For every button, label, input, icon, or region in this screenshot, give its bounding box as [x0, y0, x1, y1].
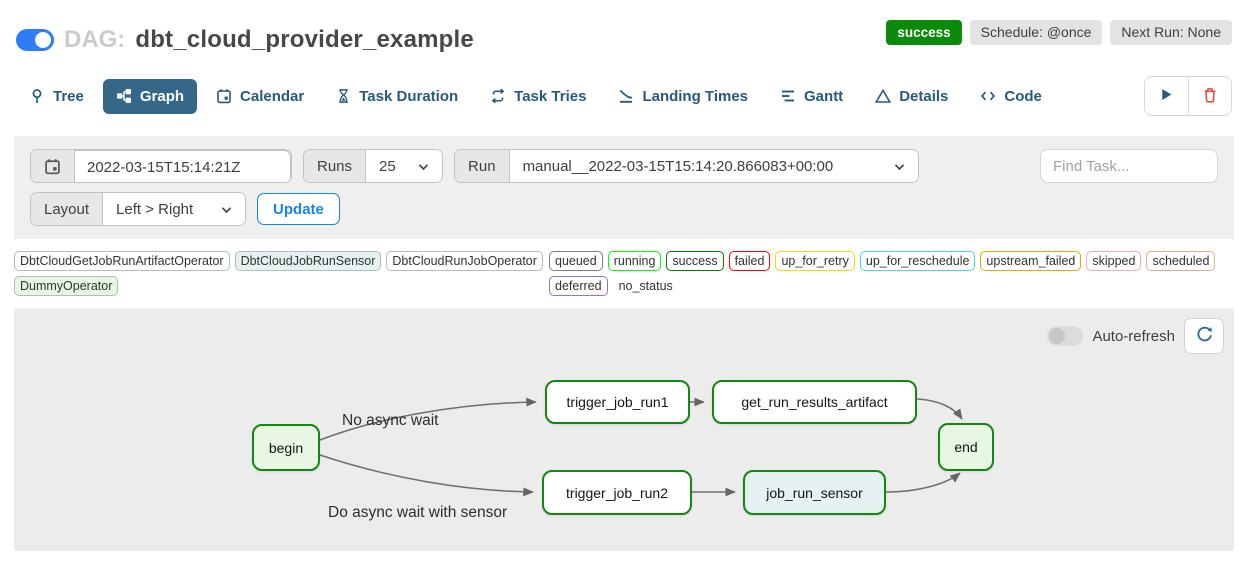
chevron-down-icon [418, 158, 429, 175]
code-icon [980, 88, 996, 104]
refresh-icon [1196, 326, 1213, 346]
tab-gantt[interactable]: Gantt [767, 79, 856, 114]
calendar-icon [216, 88, 232, 104]
runs-select-group: Runs 25 [303, 149, 444, 183]
legend-status: scheduled [1146, 251, 1216, 271]
tab-landing-times[interactable]: Landing Times [605, 79, 761, 114]
dag-action-group [1144, 76, 1232, 116]
legend-status: up_for_retry [775, 251, 855, 271]
filter-panel: Runs 25 Run manual__2022-03-15T15:14:20.… [14, 136, 1234, 239]
view-tabbar: Tree Graph Calendar Task Duration Task T… [16, 76, 1232, 116]
edge-begin-run1 [319, 397, 537, 441]
execution-date-input[interactable] [75, 150, 291, 182]
edge-label-async-sensor: Do async wait with sensor [328, 504, 508, 521]
legend-status: running [607, 251, 662, 271]
legend-status: up_for_reschedule [859, 251, 976, 271]
status-legend: queued running success failed up_for_ret… [549, 251, 1216, 296]
legend-operator: DbtCloudJobRunSensor [234, 251, 382, 271]
gantt-icon [780, 88, 796, 104]
auto-refresh-label: Auto-refresh [1092, 327, 1175, 345]
tab-code[interactable]: Code [967, 79, 1055, 114]
find-task-input[interactable] [1040, 149, 1218, 183]
layout-select-group: Layout Left > Right [30, 192, 247, 226]
schedule-badge: Schedule: @once [969, 20, 1103, 45]
task-node-job-run-sensor[interactable]: job_run_sensor [743, 470, 886, 515]
legend-status: no_status [618, 279, 673, 293]
status-badge: success [886, 20, 962, 45]
repeat-icon [490, 88, 506, 104]
legend-status: queued [549, 251, 603, 271]
calendar-picker-button[interactable] [31, 150, 75, 182]
page-title: dbt_cloud_provider_example [135, 26, 474, 53]
legend-operator: DummyOperator [14, 276, 119, 296]
triangle-icon [875, 88, 892, 104]
auto-refresh-toggle[interactable] [1047, 326, 1084, 346]
runs-label: Runs [304, 150, 367, 182]
play-icon [1159, 87, 1174, 105]
layout-label: Layout [31, 193, 104, 225]
legend-operator: DbtCloudGetJobRunArtifactOperator [14, 251, 230, 271]
tab-details[interactable]: Details [862, 79, 961, 114]
legend-operator: DbtCloudRunJobOperator [386, 251, 543, 271]
legend: DbtCloudGetJobRunArtifactOperator DbtClo… [14, 251, 1234, 296]
layout-direction-select[interactable]: Left > Right [103, 193, 246, 225]
task-node-get-run-results-artifact[interactable]: get_run_results_artifact [712, 380, 917, 424]
dag-prefix-label: DAG: [64, 26, 126, 53]
hourglass-icon [336, 88, 351, 104]
delete-dag-button[interactable] [1188, 77, 1231, 115]
refresh-button[interactable] [1184, 318, 1224, 354]
page-header: success Schedule: @once Next Run: None D… [0, 0, 1248, 54]
tab-tree[interactable]: Tree [16, 79, 97, 114]
next-run-badge: Next Run: None [1110, 20, 1232, 45]
edge-artifact-end [916, 398, 963, 420]
tree-icon [29, 88, 45, 104]
legend-status: skipped [1086, 251, 1142, 271]
chevron-down-icon [894, 158, 905, 175]
task-node-begin[interactable]: begin [252, 424, 320, 471]
legend-status: success [666, 251, 724, 271]
update-button[interactable]: Update [257, 193, 340, 225]
tab-calendar[interactable]: Calendar [203, 79, 317, 114]
trash-icon [1202, 87, 1218, 106]
legend-status: upstream_failed [980, 251, 1082, 271]
tab-task-duration[interactable]: Task Duration [323, 79, 471, 114]
execution-date-group [30, 149, 292, 183]
task-node-trigger-job-run1[interactable]: trigger_job_run1 [545, 380, 690, 424]
graph-icon [116, 88, 132, 104]
dag-run-select[interactable]: manual__2022-03-15T15:14:20.866083+00:00 [509, 150, 918, 182]
tab-graph[interactable]: Graph [102, 78, 198, 114]
run-select-group: Run manual__2022-03-15T15:14:20.866083+0… [454, 149, 919, 183]
dag-pause-toggle[interactable] [16, 29, 54, 51]
operator-legend: DbtCloudGetJobRunArtifactOperator DbtClo… [14, 251, 549, 296]
toggle-knob [1049, 328, 1066, 344]
dag-edges [319, 397, 963, 497]
trigger-dag-button[interactable] [1145, 77, 1188, 115]
run-label: Run [455, 150, 510, 182]
legend-status: deferred [549, 276, 608, 296]
chevron-down-icon [221, 201, 232, 218]
edge-begin-run2 [319, 454, 534, 497]
task-node-trigger-job-run2[interactable]: trigger_job_run2 [542, 470, 692, 515]
task-node-end[interactable]: end [938, 423, 994, 471]
legend-status: failed [728, 251, 771, 271]
dag-graph-panel: Auto-refresh No async wait Do async wait… [14, 308, 1234, 551]
landing-icon [618, 88, 634, 104]
toggle-knob [35, 32, 51, 48]
edge-label-no-async: No async wait [342, 412, 439, 429]
edge-sensor-end [885, 472, 961, 493]
tab-task-tries[interactable]: Task Tries [477, 79, 599, 114]
runs-count-select[interactable]: 25 [366, 150, 443, 182]
header-badges: success Schedule: @once Next Run: None [886, 20, 1232, 45]
